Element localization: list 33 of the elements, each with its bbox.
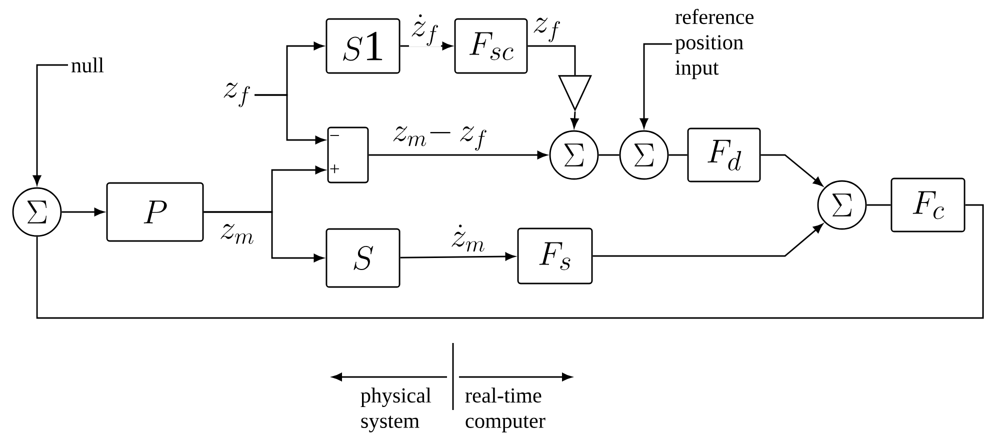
arrow xyxy=(32,64,68,186)
block-box: $S$ xyxy=(326,228,400,288)
input-label: null xyxy=(71,57,104,72)
connector-line xyxy=(528,45,576,76)
arrow xyxy=(640,43,672,128)
side-label: physical system xyxy=(360,388,432,432)
edge-label: $\dot{z}_f$ xyxy=(409,13,441,47)
arrow xyxy=(368,150,548,160)
edge-label: $\dot{z}_m$ xyxy=(448,223,488,253)
input-label: $z_f$ xyxy=(224,82,250,108)
side-label: real-time computer xyxy=(465,388,546,432)
arrow xyxy=(760,154,823,186)
arrow xyxy=(400,252,516,261)
edge-label: $z_m{-}\,z_f$ xyxy=(390,120,490,152)
arrow xyxy=(62,208,104,216)
block-box: $F_s$ xyxy=(517,228,593,284)
connector-line xyxy=(36,204,984,319)
block-box: $P$ xyxy=(106,182,204,242)
edge-label: $z_f$ xyxy=(531,16,563,44)
block-box: $F_d$ xyxy=(687,128,761,182)
difference-box: − + xyxy=(327,126,369,184)
block-box: $F_{sc}$ xyxy=(454,18,528,74)
connector-line xyxy=(866,204,891,206)
edge-label: $z_m$ xyxy=(218,223,256,245)
arrow xyxy=(254,94,326,144)
connector-line xyxy=(598,154,620,156)
block-box: $F_c$ xyxy=(890,178,966,232)
connector-line xyxy=(668,154,688,156)
arrow xyxy=(592,224,824,257)
arrow xyxy=(570,112,579,128)
input-label: reference position input xyxy=(675,8,754,80)
block-box: $S\mathrm{1}$ xyxy=(326,18,400,74)
arrow xyxy=(204,211,324,262)
